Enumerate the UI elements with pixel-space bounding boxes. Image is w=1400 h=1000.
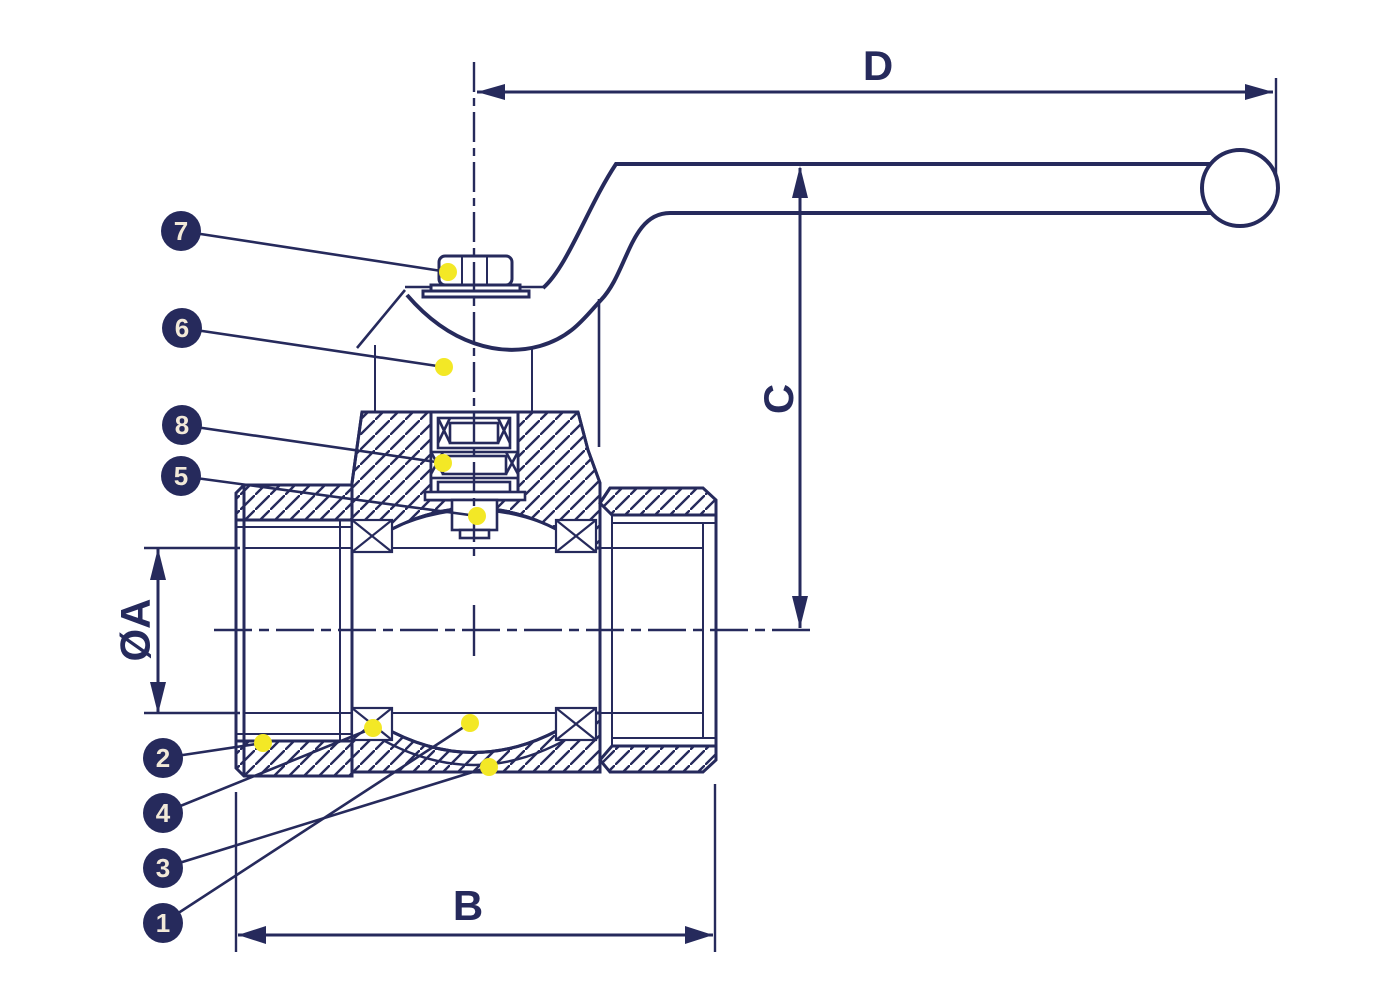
seat-rings: [350, 518, 598, 742]
callout-number: 7: [174, 216, 188, 246]
dimension-c: C: [755, 166, 808, 628]
callout-dot-2: [254, 734, 272, 752]
callout-number: 5: [174, 461, 188, 491]
callout-number: 4: [156, 798, 171, 828]
arrowhead-right: [685, 926, 713, 944]
dimension-label-c: C: [755, 384, 802, 414]
callout-2: 2: [143, 738, 183, 778]
callout-dot-6: [435, 358, 453, 376]
dimension-label-b: B: [453, 882, 483, 929]
arrowhead-up: [792, 166, 808, 198]
callout-number: 3: [156, 853, 170, 883]
handle-ball-end: [1200, 148, 1280, 228]
arrowhead-right: [1245, 84, 1273, 100]
arrowhead-left: [238, 926, 266, 944]
stem-nut: [405, 254, 543, 299]
dimension-d: D: [477, 42, 1278, 178]
callout-number: 6: [175, 313, 189, 343]
callout-6: 6: [162, 308, 202, 348]
callout-number: 2: [156, 743, 170, 773]
callout-dot-8: [434, 454, 452, 472]
callout-dot-7: [439, 263, 457, 281]
dimension-label-a: ØA: [112, 599, 159, 662]
callout-5: 5: [161, 456, 201, 496]
leader-line-6: [181, 326, 445, 369]
callout-1: 1: [143, 903, 183, 943]
arrowhead-down: [792, 596, 808, 628]
arrowhead-up: [150, 548, 166, 580]
dimension-b: B: [234, 784, 717, 952]
arrowhead-down: [150, 682, 166, 714]
callout-number: 8: [175, 410, 189, 440]
arrowhead-left: [477, 84, 505, 100]
callout-8: 8: [162, 405, 202, 445]
dimension-label-d: D: [863, 42, 893, 89]
dimension-a: ØA: [112, 546, 240, 715]
leader-line-5: [180, 474, 478, 518]
handle-upper-edge: [541, 162, 1210, 290]
leader-line-1: [162, 721, 471, 925]
callout-7: 7: [161, 211, 201, 251]
leader-line-8: [181, 423, 444, 465]
callout-number: 1: [156, 908, 170, 938]
callout-dot-5: [468, 507, 486, 525]
handle-lower-edge: [405, 211, 1211, 352]
callout-dot-1: [461, 714, 479, 732]
valve-handle: [405, 148, 1280, 352]
callout-dots: [254, 263, 498, 776]
callout-4: 4: [143, 793, 183, 833]
callout-badges: 7 6 8 5 2 4 3 1: [143, 211, 202, 943]
callout-leaders: [162, 229, 490, 925]
callout-dot-3: [480, 758, 498, 776]
leader-line-4: [162, 726, 374, 815]
leader-line-7: [180, 229, 449, 274]
centerlines: [214, 62, 810, 656]
callout-dot-4: [364, 719, 382, 737]
callout-3: 3: [143, 848, 183, 888]
